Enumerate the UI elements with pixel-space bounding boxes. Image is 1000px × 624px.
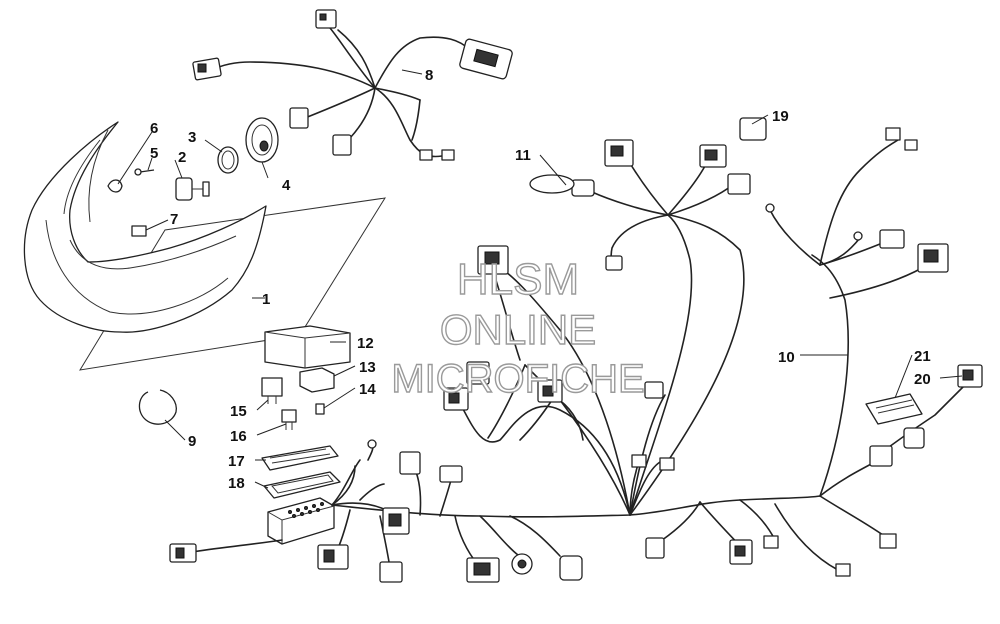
callout-numbers: 1 2 3 4 5 6 7 8 9 10 11 12 13 14 15 16 1… bbox=[150, 67, 931, 492]
callout-21: 21 bbox=[914, 348, 931, 365]
callout-6: 6 bbox=[150, 120, 158, 137]
callout-14: 14 bbox=[359, 381, 376, 398]
callout-15: 15 bbox=[230, 403, 247, 420]
connector-8a bbox=[192, 57, 222, 81]
callout-4: 4 bbox=[282, 177, 291, 194]
callout-1: 1 bbox=[262, 291, 270, 308]
watermark-line-3: MICROFICHE bbox=[391, 357, 644, 401]
watermark: HLSM ONLINE MICROFICHE bbox=[391, 254, 646, 401]
connector-8c bbox=[459, 38, 513, 80]
callout-3: 3 bbox=[188, 129, 196, 146]
callout-17: 17 bbox=[228, 453, 245, 470]
warning-label-21 bbox=[865, 393, 923, 425]
callout-8: 8 bbox=[425, 67, 433, 84]
callout-19: 19 bbox=[772, 108, 789, 125]
fuse-16 bbox=[281, 409, 297, 430]
callout-7: 7 bbox=[170, 211, 178, 228]
callout-12: 12 bbox=[357, 335, 374, 352]
fuse-14 bbox=[315, 403, 325, 415]
rubber-boot bbox=[245, 117, 279, 163]
headlight-harness bbox=[192, 9, 513, 161]
callout-10: 10 bbox=[778, 349, 795, 366]
fuse-label-17 bbox=[261, 445, 339, 471]
headlight-assembly bbox=[23, 121, 386, 371]
fuse-block bbox=[267, 497, 335, 545]
callout-2: 2 bbox=[178, 149, 186, 166]
snap-ring-9 bbox=[138, 389, 177, 425]
relay-13 bbox=[299, 367, 335, 393]
callout-13: 13 bbox=[359, 359, 376, 376]
headlight-bulb bbox=[175, 177, 210, 201]
callout-11: 11 bbox=[515, 147, 531, 164]
callout-5: 5 bbox=[150, 145, 158, 162]
watermark-line-1: HLSM bbox=[457, 255, 579, 304]
main-wiring-harness bbox=[191, 139, 969, 571]
connector-8e bbox=[332, 134, 352, 156]
connector-8b bbox=[315, 9, 337, 29]
screw bbox=[134, 168, 155, 176]
connector-8d bbox=[289, 107, 309, 129]
callout-20: 20 bbox=[914, 371, 931, 388]
callout-9: 9 bbox=[188, 433, 196, 450]
bulb-retainer-ring bbox=[217, 146, 239, 174]
connector-8f bbox=[419, 149, 455, 161]
callout-18: 18 bbox=[228, 475, 245, 492]
callout-leaders bbox=[117, 69, 963, 489]
main-harness-connectors bbox=[169, 117, 983, 583]
callout-16: 16 bbox=[230, 428, 247, 445]
gasket-18 bbox=[263, 471, 341, 499]
relay-15 bbox=[261, 377, 283, 404]
fuse-box-cover bbox=[264, 325, 351, 369]
watermark-line-2: ONLINE bbox=[440, 306, 596, 353]
